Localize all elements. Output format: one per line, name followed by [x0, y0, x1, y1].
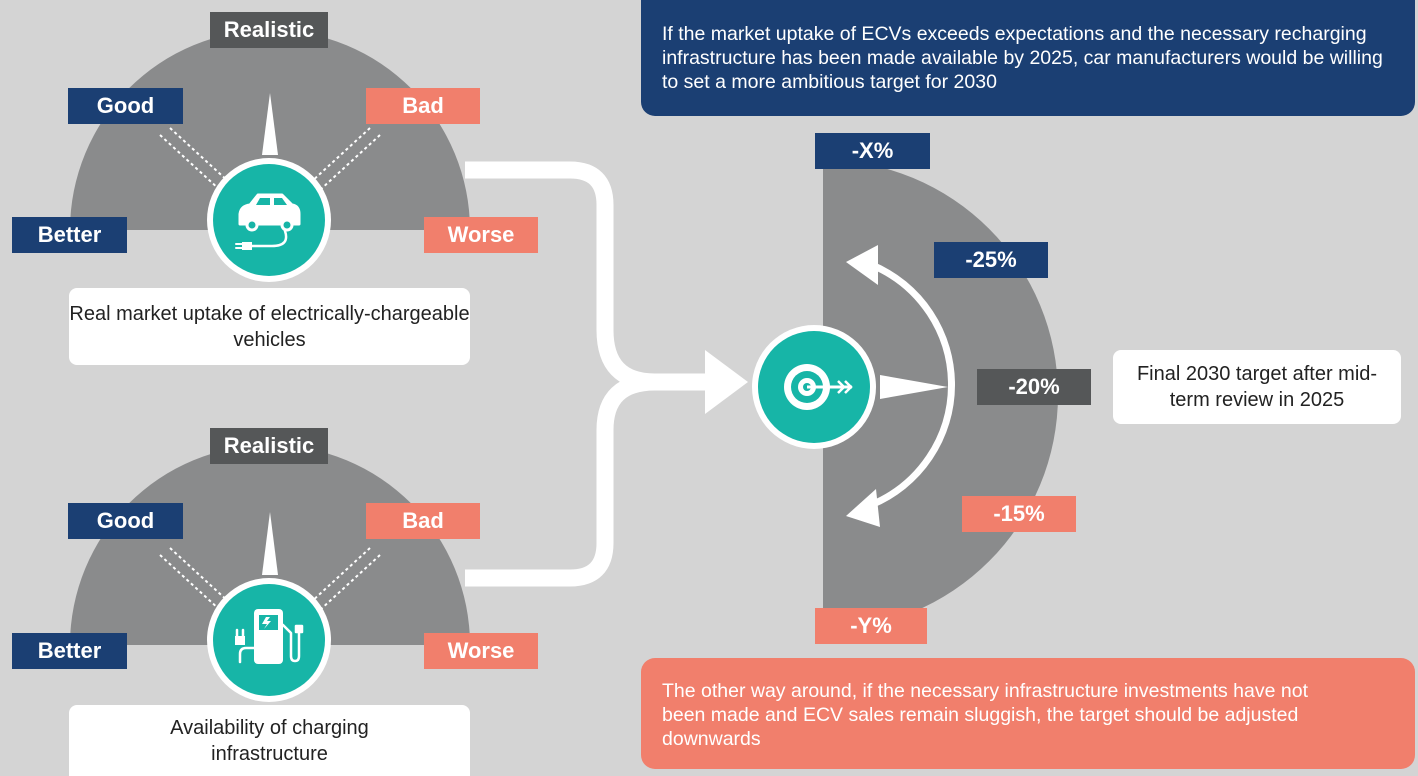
- connector-arrow: [465, 161, 725, 587]
- bad-label: Bad: [366, 88, 480, 124]
- worse-label: Worse: [424, 217, 538, 253]
- gauge-top: [70, 30, 470, 282]
- arc-arrow: [869, 261, 955, 509]
- good-label: Good: [68, 88, 183, 124]
- gauge-needle: [262, 512, 278, 575]
- bad-label: Bad: [366, 503, 480, 539]
- minus-25-label: -25%: [934, 242, 1048, 278]
- worse-label: Worse: [424, 633, 538, 669]
- minus-20-label: -20%: [977, 369, 1091, 405]
- gauge-bottom-caption: Availability of charging infrastructure: [69, 705, 470, 776]
- y-percent-label: -Y%: [815, 608, 927, 644]
- better-label: Better: [12, 217, 127, 253]
- x-percent-label: -X%: [815, 133, 930, 169]
- gauge-bottom: [70, 445, 470, 702]
- target-needle: [880, 375, 948, 399]
- target-caption: Final 2030 target after mid-term review …: [1113, 350, 1401, 424]
- charging-station-icon: [235, 609, 304, 664]
- gauge-needle: [262, 93, 278, 155]
- note-bottom: The other way around, if the necessary i…: [641, 658, 1415, 769]
- target-icon: [784, 364, 853, 410]
- realistic-label: Realistic: [210, 428, 328, 464]
- gauge-top-caption: Real market uptake of electrically-charg…: [69, 288, 470, 365]
- note-top: If the market uptake of ECVs exceeds exp…: [641, 0, 1415, 116]
- realistic-label: Realistic: [210, 12, 328, 48]
- connector-arrowhead: [705, 350, 748, 414]
- good-label: Good: [68, 503, 183, 539]
- electric-car-icon: [235, 193, 301, 250]
- better-label: Better: [12, 633, 127, 669]
- minus-15-label: -15%: [962, 496, 1076, 532]
